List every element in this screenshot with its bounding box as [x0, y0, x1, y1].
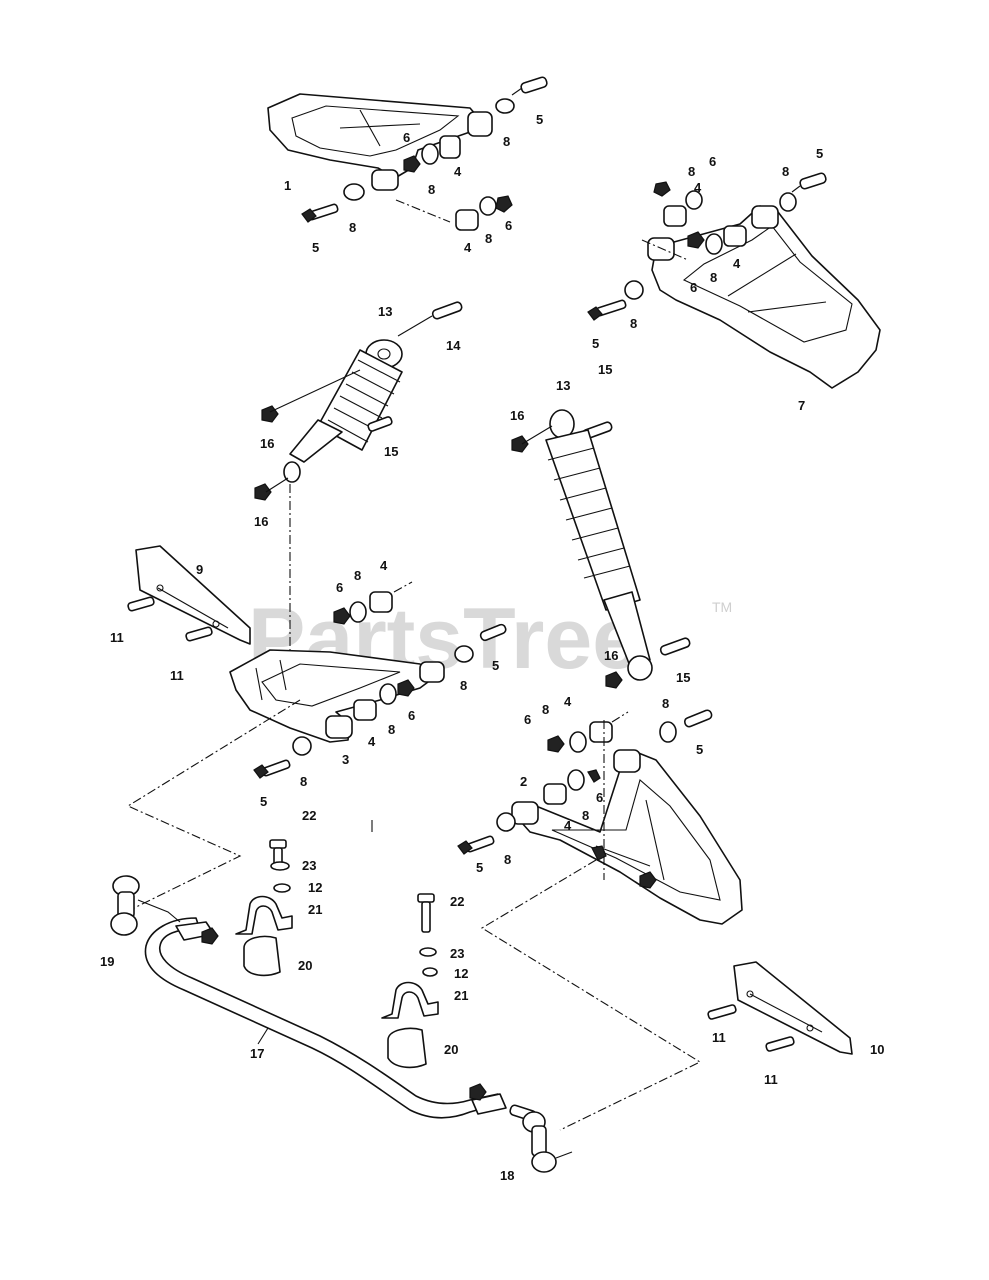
callout-8: 8 — [710, 270, 717, 285]
callout-5: 5 — [260, 794, 267, 809]
callout-16: 16 — [604, 648, 618, 663]
callout-6: 6 — [709, 154, 716, 169]
callout-4: 4 — [733, 256, 741, 271]
callout-5: 5 — [476, 860, 483, 875]
callout-15: 15 — [384, 444, 398, 459]
callout-8: 8 — [630, 316, 637, 331]
callout-21: 21 — [308, 902, 322, 917]
callout-6: 6 — [336, 580, 343, 595]
hardware-lower-right — [457, 709, 713, 880]
callout-10: 10 — [870, 1042, 884, 1057]
callout-18: 18 — [500, 1168, 514, 1183]
callout-22: 22 — [450, 894, 464, 909]
callout-13: 13 — [378, 304, 392, 319]
callout-8: 8 — [428, 182, 435, 197]
callout-1: 1 — [284, 178, 291, 193]
callout-4: 4 — [694, 180, 702, 195]
callout-15: 15 — [676, 670, 690, 685]
callout-23: 23 — [450, 946, 464, 961]
callout-11: 11 — [110, 630, 124, 645]
callout-8: 8 — [542, 702, 549, 717]
upper-a-arm-left[interactable] — [267, 93, 493, 191]
stabilizer-link-right[interactable] — [469, 1083, 573, 1173]
dash-line-right-arm — [480, 859, 702, 1131]
callout-4: 4 — [454, 164, 462, 179]
callout-7: 7 — [798, 398, 805, 413]
callout-12: 12 — [308, 880, 322, 895]
callout-4: 4 — [564, 818, 572, 833]
callout-6: 6 — [403, 130, 410, 145]
callout-2: 2 — [520, 774, 527, 789]
callout-6: 6 — [505, 218, 512, 233]
callout-8: 8 — [688, 164, 695, 179]
callout-6: 6 — [408, 708, 415, 723]
callout-5: 5 — [592, 336, 599, 351]
callout-16: 16 — [510, 408, 524, 423]
callout-9: 9 — [196, 562, 203, 577]
callout-8: 8 — [582, 808, 589, 823]
callout-5: 5 — [492, 658, 499, 673]
callout-5: 5 — [696, 742, 703, 757]
callout-19: 19 — [100, 954, 114, 969]
callout-16: 16 — [260, 436, 274, 451]
shock-absorber-left[interactable] — [254, 301, 463, 501]
callout-4: 4 — [464, 240, 472, 255]
callout-11: 11 — [764, 1072, 778, 1087]
callout-21: 21 — [454, 988, 468, 1003]
callout-5: 5 — [312, 240, 319, 255]
callout-14: 14 — [446, 338, 461, 353]
callout-8: 8 — [300, 774, 307, 789]
callout-22: 22 — [302, 808, 316, 823]
callout-3: 3 — [342, 752, 349, 767]
callout-8: 8 — [388, 722, 395, 737]
callout-8: 8 — [782, 164, 789, 179]
callout-4: 4 — [380, 558, 388, 573]
shock-absorber-right[interactable] — [511, 409, 691, 689]
leader-17 — [257, 1027, 269, 1045]
skid-plate-left[interactable] — [127, 545, 251, 645]
callout-5: 5 — [536, 112, 543, 127]
hardware-lower-left — [253, 581, 507, 779]
callout-8: 8 — [504, 852, 511, 867]
callout-17: 17 — [250, 1046, 264, 1061]
stabilizer-link-left[interactable] — [110, 875, 219, 945]
watermark-trademark: TM — [712, 599, 732, 615]
callout-6: 6 — [524, 712, 531, 727]
callout-12: 12 — [454, 966, 468, 981]
callout-15: 15 — [598, 362, 612, 377]
hardware-top-right — [587, 172, 827, 321]
callout-16: 16 — [254, 514, 268, 529]
callout-20: 20 — [444, 1042, 458, 1057]
lower-a-arm-left[interactable] — [229, 649, 445, 743]
callout-11: 11 — [170, 668, 184, 683]
callout-8: 8 — [503, 134, 510, 149]
callout-6: 6 — [690, 280, 697, 295]
callout-8: 8 — [460, 678, 467, 693]
callout-4: 4 — [368, 734, 376, 749]
callout-20: 20 — [298, 958, 312, 973]
upper-a-arm-right[interactable] — [647, 205, 881, 389]
callout-6: 6 — [596, 790, 603, 805]
callout-13: 13 — [556, 378, 570, 393]
callout-8: 8 — [349, 220, 356, 235]
callout-11: 11 — [712, 1030, 726, 1045]
callout-23: 23 — [302, 858, 316, 873]
callout-4: 4 — [564, 694, 572, 709]
mount-stack-right[interactable] — [381, 893, 439, 1069]
lower-a-arm-right[interactable] — [511, 749, 743, 925]
callout-5: 5 — [816, 146, 823, 161]
hardware-top-left — [301, 76, 548, 231]
mount-stack-left[interactable] — [235, 839, 293, 977]
dash-line-left-arm — [126, 699, 301, 911]
callout-8: 8 — [354, 568, 361, 583]
callout-8: 8 — [485, 231, 492, 246]
callout-8: 8 — [662, 696, 669, 711]
skid-plate-right[interactable] — [707, 961, 853, 1055]
